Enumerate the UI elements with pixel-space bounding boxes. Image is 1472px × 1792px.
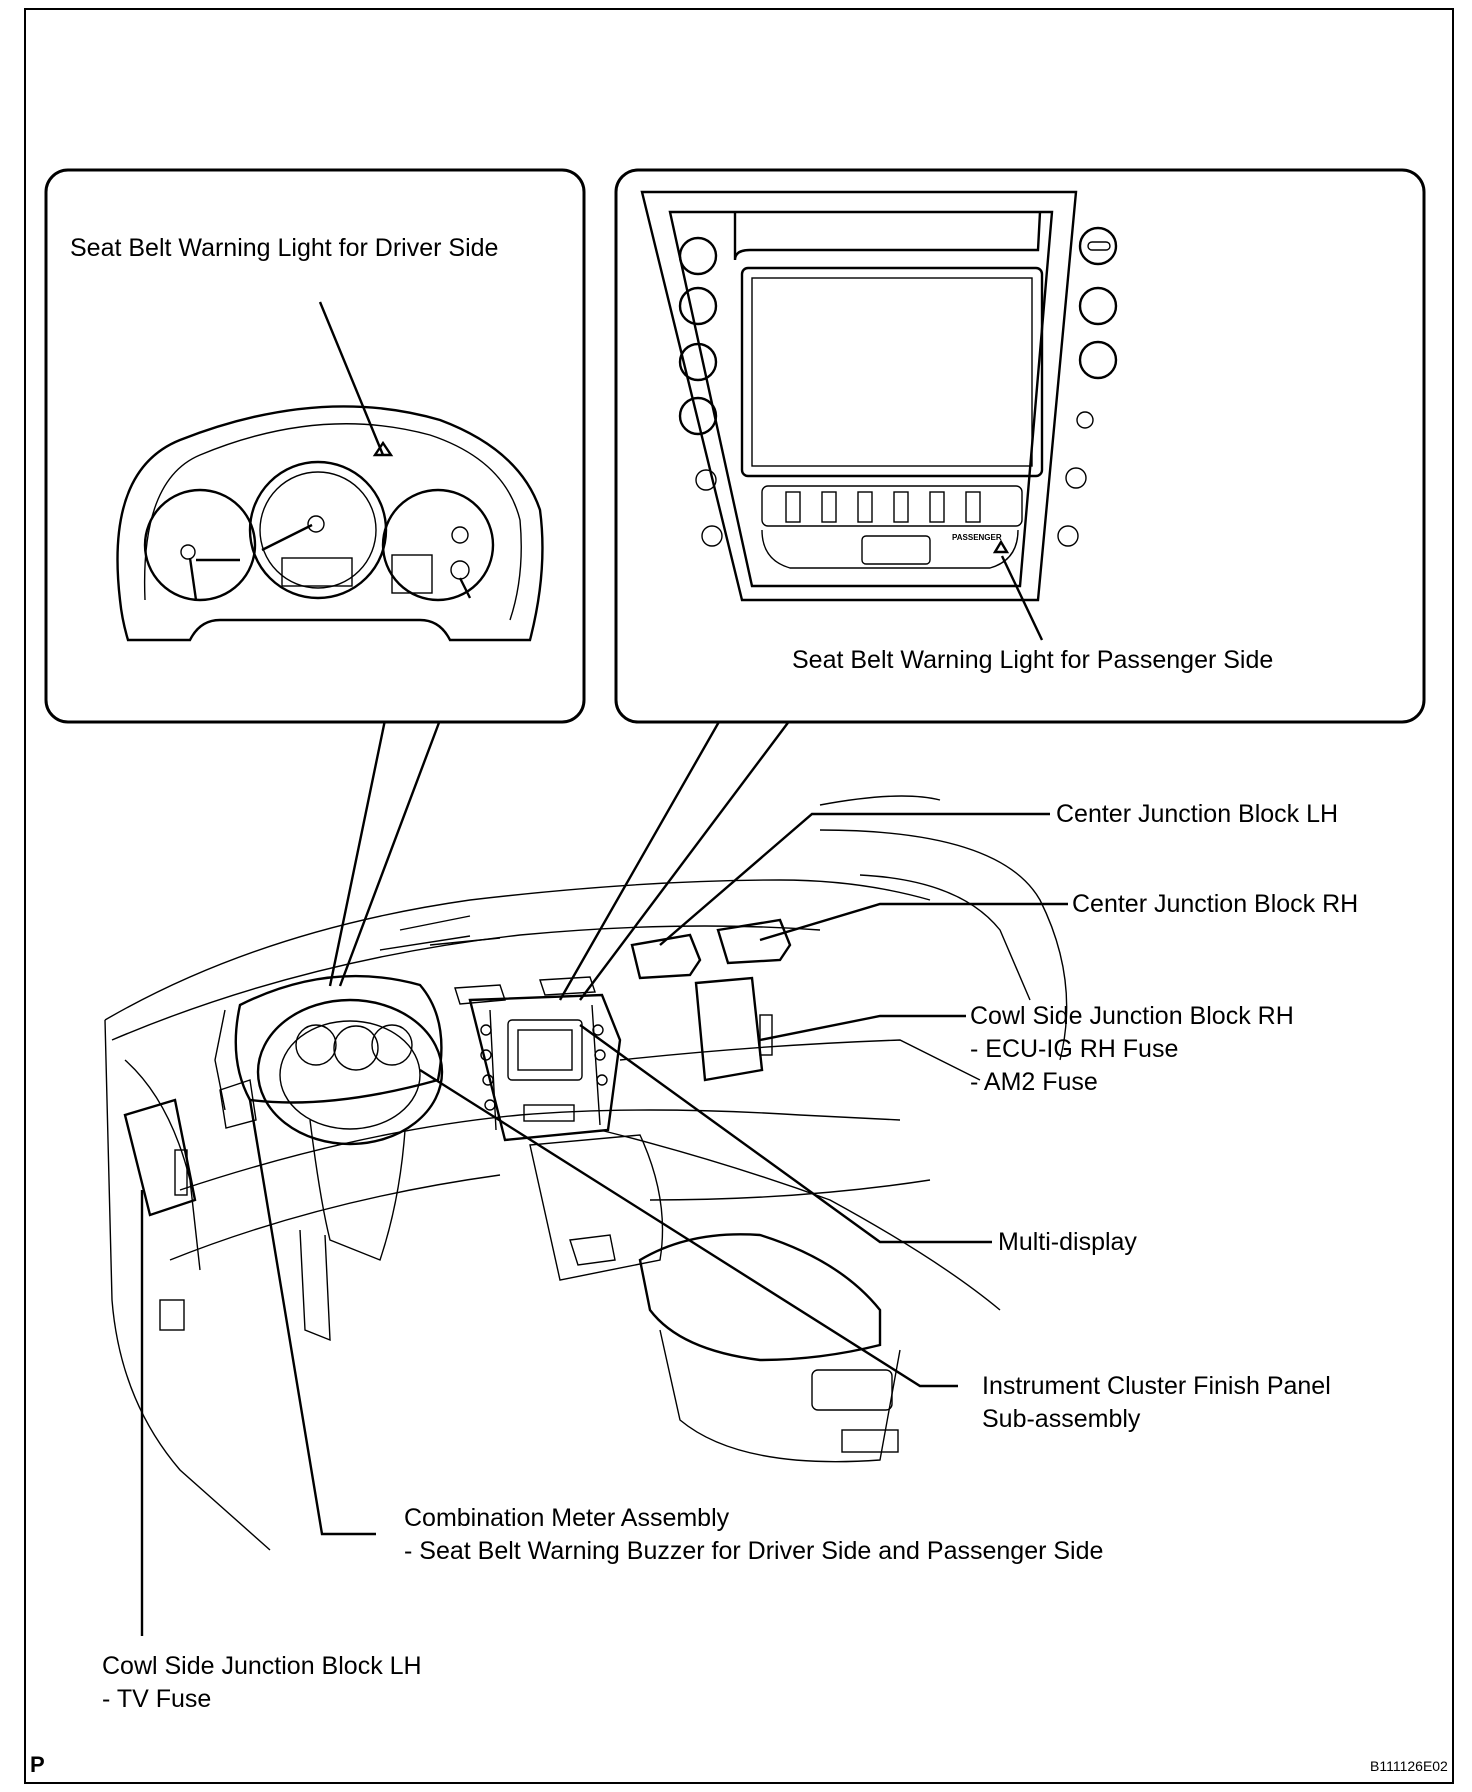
label-cowl-rh-item-2: - AM2 Fuse bbox=[970, 1068, 1098, 1096]
inset-center-panel bbox=[614, 168, 1426, 724]
label-multi-display: Multi-display bbox=[998, 1228, 1137, 1256]
label-center-jb-rh: Center Junction Block RH bbox=[1072, 890, 1359, 918]
label-cowl-rh-item-1: - ECU-IG RH Fuse bbox=[970, 1035, 1179, 1063]
passenger-badge: PASSENGER bbox=[952, 533, 1002, 542]
callout-wedges bbox=[328, 719, 791, 1001]
label-cowl-lh-item: - TV Fuse bbox=[102, 1685, 212, 1713]
label-combination-meter-title: Combination Meter Assembly bbox=[404, 1504, 730, 1532]
leader-lines bbox=[140, 812, 1068, 1636]
dashboard-illustration bbox=[104, 795, 1068, 1551]
label-finish-panel-line2: Sub-assembly bbox=[982, 1405, 1141, 1433]
label-cowl-rh-title: Cowl Side Junction Block RH bbox=[970, 1002, 1294, 1030]
inset-combination-meter bbox=[44, 168, 586, 724]
label-seat-belt-driver: Seat Belt Warning Light for Driver Side bbox=[70, 234, 499, 262]
label-seat-belt-passenger: Seat Belt Warning Light for Passenger Si… bbox=[792, 646, 1274, 674]
page-mark: P bbox=[30, 1752, 45, 1777]
label-cowl-lh-title: Cowl Side Junction Block LH bbox=[102, 1652, 422, 1680]
label-combination-meter-item: - Seat Belt Warning Buzzer for Driver Si… bbox=[404, 1537, 1104, 1565]
figure-code: B111126E02 bbox=[1370, 1758, 1448, 1774]
diagram-frame bbox=[24, 8, 1454, 1784]
label-center-jb-lh: Center Junction Block LH bbox=[1056, 800, 1339, 828]
label-finish-panel-line1: Instrument Cluster Finish Panel bbox=[982, 1372, 1331, 1400]
